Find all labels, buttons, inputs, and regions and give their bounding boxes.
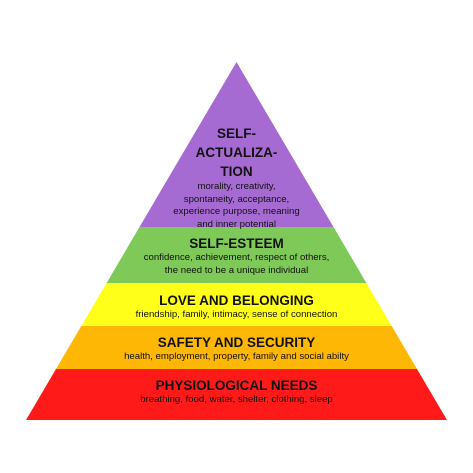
pyramid-level-self-esteem (106, 227, 367, 283)
level-title-safety-and-security: SAFETY AND SECURITY (157, 335, 316, 350)
level-title-self-actualization: SELF- ACTUALIZA- TION (195, 126, 278, 179)
pyramid-level-physiological-needs (26, 369, 447, 420)
level-title-physiological-needs: PHYSIOLOGICAL NEEDS (155, 378, 318, 393)
level-text-safety-and-security: SAFETY AND SECURITY health, employment, … (0, 334, 473, 364)
level-title-self-esteem: SELF-ESTEEM (189, 236, 284, 251)
level-description-self-esteem: confidence, achievement, respect of othe… (143, 252, 330, 276)
level-title-love-and-belonging: LOVE AND BELONGING (159, 293, 314, 308)
level-text-self-actualization: SELF- ACTUALIZA- TION morality, creativi… (0, 124, 473, 231)
pyramid-level-safety-and-security (56, 326, 417, 369)
level-description-physiological-needs: breathing, food, water, shelter, clothin… (140, 394, 333, 405)
level-description-love-and-belonging: friendship, family, intimacy, sense of c… (135, 309, 338, 320)
pyramid-level-self-actualization (139, 62, 334, 227)
pyramid-level-love-and-belonging (81, 283, 392, 326)
level-description-safety-and-security: health, employment, property, family and… (124, 351, 349, 362)
level-description-self-actualization: morality, creativity, spontaneity, accep… (173, 181, 300, 230)
level-text-love-and-belonging: LOVE AND BELONGING friendship, family, i… (0, 292, 473, 322)
level-text-self-esteem: SELF-ESTEEM confidence, achievement, res… (0, 235, 473, 277)
level-text-physiological-needs: PHYSIOLOGICAL NEEDS breathing, food, wat… (0, 377, 473, 407)
